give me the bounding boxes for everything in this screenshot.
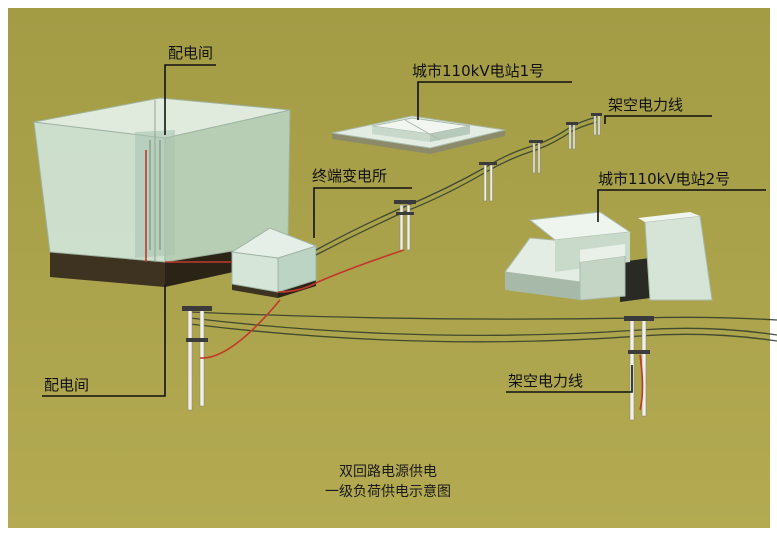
overhead-line-lower [189, 311, 777, 343]
label-terminal-substation: 终端变电所 [312, 167, 387, 185]
pole-upper-3 [529, 140, 543, 174]
terminal-substation-building [230, 227, 318, 298]
label-overhead-line-top: 架空电力线 [608, 96, 683, 114]
label-distribution-room-top: 配电间 [168, 44, 213, 62]
pole-upper-2 [479, 162, 497, 202]
pole-upper-4 [566, 122, 578, 150]
leader-lines [42, 64, 766, 397]
label-overhead-line-bottom: 架空电力线 [508, 372, 583, 390]
city-substation-1-building [331, 115, 506, 154]
distribution-room-building [33, 97, 291, 287]
caption-line-2: 一级负荷供电示意图 [325, 483, 451, 500]
pole-upper-5 [591, 113, 602, 136]
label-city-substation-1: 城市110kV电站1号 [412, 62, 544, 80]
overhead-line-upper [315, 116, 598, 256]
label-distribution-room-bottom: 配电间 [44, 376, 89, 394]
red-feeder-cables [165, 249, 644, 411]
city-substation-2-building [504, 211, 713, 302]
label-city-substation-2: 城市110kV电站2号 [598, 170, 730, 188]
pole-upper-1 [394, 200, 416, 251]
caption-line-1: 双回路电源供电 [339, 464, 437, 480]
